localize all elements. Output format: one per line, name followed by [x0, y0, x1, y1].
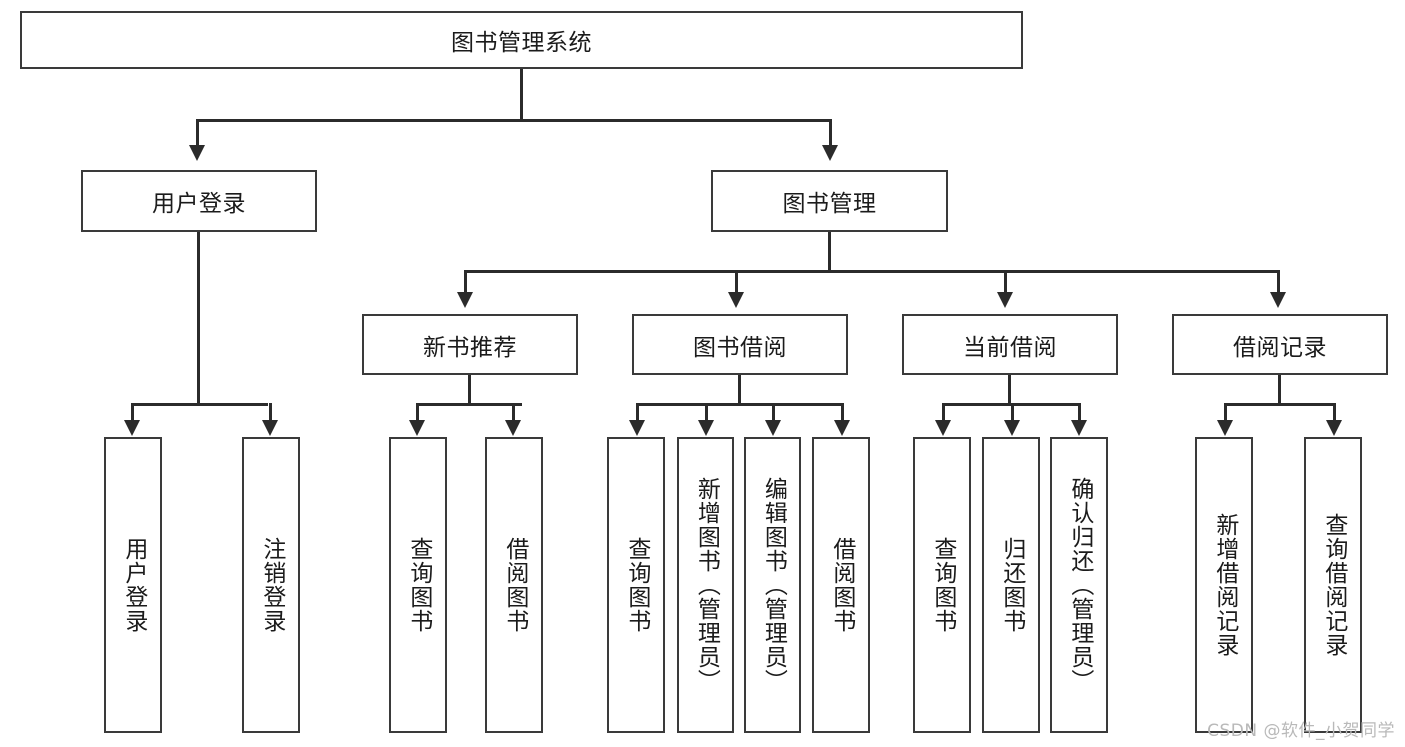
- node-label: 新增图书（管理员）: [693, 477, 720, 693]
- connector-nbr-leaf-1: [416, 403, 419, 421]
- connector-cb-stem: [1008, 375, 1011, 405]
- node-label: 借阅图书: [501, 537, 528, 633]
- connector-br-leaf-2: [1333, 403, 1336, 421]
- connector-br-bus: [1224, 403, 1336, 406]
- arrow-nbr-leaf-1: [409, 420, 425, 436]
- node-label: 新增借阅记录: [1211, 513, 1238, 657]
- arrow-bm-to-book-borrow: [728, 292, 744, 308]
- connector-root-to-book-management: [829, 119, 832, 146]
- connector-bb-leaf-1: [636, 403, 639, 421]
- arrow-bb-leaf-1: [629, 420, 645, 436]
- arrow-bm-to-borrow-record: [1270, 292, 1286, 308]
- connector-bb-leaf-4: [841, 403, 844, 421]
- node-borrow-record[interactable]: 借阅记录: [1172, 314, 1388, 375]
- node-label: 当前借阅: [963, 334, 1057, 361]
- arrow-root-to-book-management: [822, 145, 838, 161]
- leaf-nbr-query-book[interactable]: 查询图书: [389, 437, 447, 733]
- node-label: 确认归还（管理员）: [1066, 477, 1093, 693]
- connector-cb-leaf-3: [1078, 403, 1081, 421]
- leaf-cb-query-book[interactable]: 查询图书: [913, 437, 971, 733]
- arrow-br-leaf-1: [1217, 420, 1233, 436]
- arrow-bm-to-current-borrow: [997, 292, 1013, 308]
- leaf-bb-edit-book-admin[interactable]: 编辑图书（管理员）: [744, 437, 801, 733]
- connector-nbr-stem: [468, 375, 471, 405]
- connector-bm-to-book-borrow: [735, 270, 738, 294]
- node-label: 用户登录: [152, 191, 246, 217]
- arrow-cb-leaf-3: [1071, 420, 1087, 436]
- leaf-bb-query-book[interactable]: 查询图书: [607, 437, 665, 733]
- node-label: 新书推荐: [423, 334, 517, 361]
- connector-cb-leaf-1: [942, 403, 945, 421]
- connector-bb-bus: [636, 403, 844, 406]
- node-label: 用户登录: [120, 537, 147, 633]
- node-label: 归还图书: [998, 537, 1025, 633]
- leaf-nbr-borrow-book[interactable]: 借阅图书: [485, 437, 543, 733]
- connector-user-login-stem: [197, 232, 200, 405]
- connector-root-stem: [520, 69, 523, 121]
- node-label: 图书借阅: [693, 334, 787, 361]
- leaf-br-query-record[interactable]: 查询借阅记录: [1304, 437, 1362, 733]
- connector-user-login-leaf-1: [131, 403, 134, 421]
- node-label: 注销登录: [258, 537, 285, 633]
- arrow-bb-leaf-4: [834, 420, 850, 436]
- connector-cb-leaf-2: [1011, 403, 1014, 421]
- node-root-book-management-system[interactable]: 图书管理系统: [20, 11, 1023, 69]
- connector-book-management-stem: [828, 232, 831, 272]
- node-label: 查询图书: [623, 537, 650, 633]
- leaf-cb-confirm-return-admin[interactable]: 确认归还（管理员）: [1050, 437, 1108, 733]
- node-current-borrow[interactable]: 当前借阅: [902, 314, 1118, 375]
- arrow-br-leaf-2: [1326, 420, 1342, 436]
- arrow-root-to-user-login: [189, 145, 205, 161]
- node-label: 查询图书: [405, 537, 432, 633]
- connector-root-to-user-login: [196, 119, 199, 146]
- connector-bm-to-new-book: [464, 270, 467, 294]
- connector-bm-to-borrow-record: [1277, 270, 1280, 294]
- arrow-bb-leaf-2: [698, 420, 714, 436]
- node-label: 借阅记录: [1233, 334, 1327, 361]
- leaf-bb-add-book-admin[interactable]: 新增图书（管理员）: [677, 437, 734, 733]
- connector-user-login-leaf-2: [269, 403, 272, 421]
- node-book-management[interactable]: 图书管理: [711, 170, 948, 232]
- node-label: 编辑图书（管理员）: [760, 477, 787, 693]
- leaf-cb-return-book[interactable]: 归还图书: [982, 437, 1040, 733]
- arrow-bb-leaf-3: [765, 420, 781, 436]
- connector-br-leaf-1: [1224, 403, 1227, 421]
- connector-bm-to-current-borrow: [1004, 270, 1007, 294]
- arrow-user-login-leaf-1: [124, 420, 140, 436]
- connector-bb-stem: [738, 375, 741, 405]
- arrow-cb-leaf-1: [935, 420, 951, 436]
- connector-book-management-bus: [464, 270, 1280, 273]
- arrow-nbr-leaf-2: [505, 420, 521, 436]
- connector-nbr-leaf-2: [512, 403, 515, 421]
- node-user-login[interactable]: 用户登录: [81, 170, 317, 232]
- node-label: 查询借阅记录: [1320, 513, 1347, 657]
- arrow-bm-to-new-book: [457, 292, 473, 308]
- connector-user-login-bus: [131, 403, 268, 406]
- connector-bb-leaf-3: [772, 403, 775, 421]
- leaf-bb-borrow-book[interactable]: 借阅图书: [812, 437, 870, 733]
- connector-br-stem: [1278, 375, 1281, 405]
- node-new-book-recommend[interactable]: 新书推荐: [362, 314, 578, 375]
- connector-root-bus: [196, 119, 832, 122]
- arrow-user-login-leaf-2: [262, 420, 278, 436]
- node-label: 图书管理系统: [451, 30, 592, 56]
- connector-bb-leaf-2: [705, 403, 708, 421]
- node-book-borrow[interactable]: 图书借阅: [632, 314, 848, 375]
- csdn-watermark: CSDN @软件_小贺同学: [1207, 721, 1395, 741]
- arrow-cb-leaf-2: [1004, 420, 1020, 436]
- leaf-br-add-record[interactable]: 新增借阅记录: [1195, 437, 1253, 733]
- node-label: 借阅图书: [828, 537, 855, 633]
- connector-nbr-bus: [416, 403, 522, 406]
- leaf-logout[interactable]: 注销登录: [242, 437, 300, 733]
- leaf-user-login[interactable]: 用户登录: [104, 437, 162, 733]
- node-label: 查询图书: [929, 537, 956, 633]
- node-label: 图书管理: [782, 191, 877, 217]
